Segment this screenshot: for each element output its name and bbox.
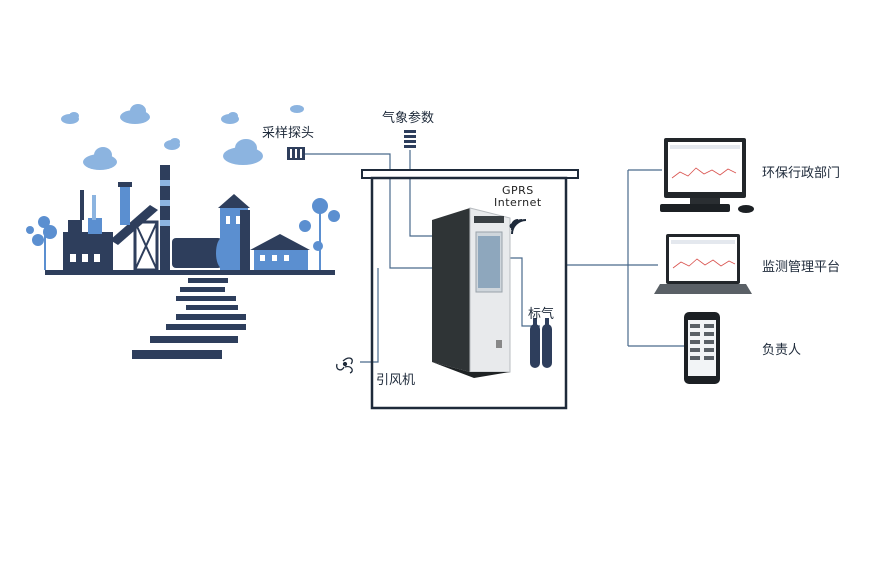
induced-fan-label: 引风机 (376, 373, 416, 388)
mobile-phone-icon (684, 312, 720, 384)
cabinet-brand-label: Mexcel (421, 187, 435, 235)
internet-label: Internet (494, 196, 542, 209)
station-enclosure (361, 169, 579, 410)
weather-params-label: 气象参数 (382, 111, 435, 126)
desktop-monitor-icon (660, 138, 754, 213)
weather-sensor-icon (404, 130, 416, 148)
laptop-icon (654, 234, 752, 294)
analyzer-cabinet-icon (432, 207, 511, 378)
factory-icon (26, 165, 340, 359)
gas-cylinder-icon (530, 318, 552, 368)
sampling-probe-icon (287, 147, 305, 160)
gprs-label: GPRS (502, 184, 534, 197)
cloud-icon (61, 104, 304, 170)
fan-icon (336, 357, 353, 374)
monitoring-platform-label: 监测管理平台 (762, 260, 841, 275)
responsible-person-label: 负责人 (762, 343, 802, 358)
env-bureau-label: 环保行政部门 (762, 166, 841, 181)
gprs-signal-icon (509, 219, 527, 235)
sampling-probe-label: 采样探头 (262, 126, 315, 141)
standard-gas-label: 标气 (528, 307, 555, 322)
